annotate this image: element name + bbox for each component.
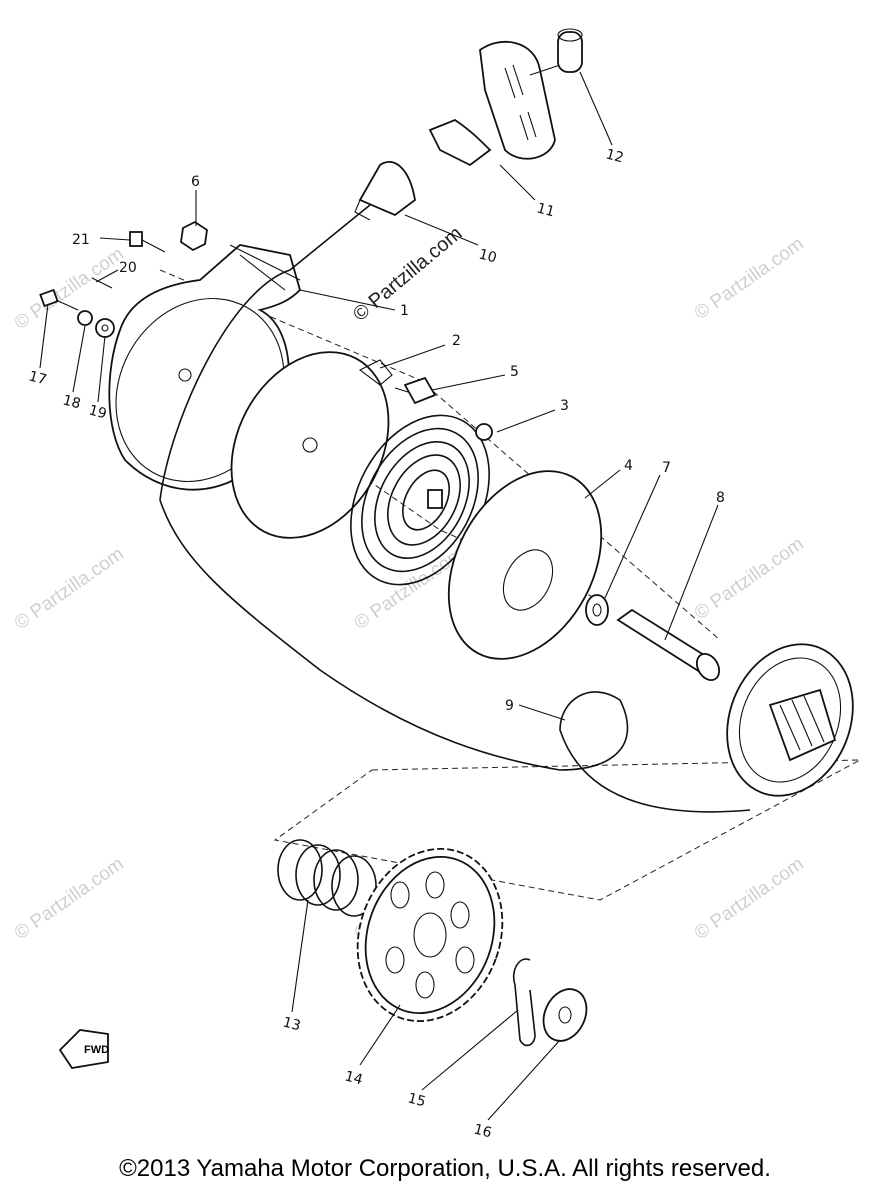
callout-13: 13 xyxy=(281,1014,302,1034)
spring-cover-plate xyxy=(230,351,393,539)
washer-16 xyxy=(542,988,588,1042)
callout-15: 15 xyxy=(406,1090,427,1110)
callout-10: 10 xyxy=(477,246,498,266)
callout-4: 4 xyxy=(624,458,633,474)
callout-1: 1 xyxy=(400,303,409,319)
watermark-tile: © Partzilla.com xyxy=(11,543,128,634)
starter-pulley xyxy=(726,643,854,797)
callout-16: 16 xyxy=(472,1121,493,1141)
fwd-label: FWD xyxy=(84,1044,109,1056)
ratchet-gear xyxy=(356,848,504,1022)
callout-8: 8 xyxy=(716,490,725,506)
retaining-clip xyxy=(512,958,536,1047)
callout-18: 18 xyxy=(61,392,82,412)
callout-20: 20 xyxy=(119,260,137,276)
watermark-tile: © Partzilla.com xyxy=(691,533,808,624)
handle-cone xyxy=(354,161,416,221)
fwd-indicator: FWD xyxy=(58,1029,109,1069)
mount-hardware xyxy=(39,231,166,338)
callout-12: 12 xyxy=(604,146,625,166)
compression-spring xyxy=(277,839,377,917)
callout-19: 19 xyxy=(87,402,108,422)
callout-2: 2 xyxy=(452,333,461,349)
bolt-5 xyxy=(394,376,437,405)
callout-17: 17 xyxy=(27,368,48,388)
parts-diagram: © Partzilla.com © Partzilla.com © Partzi… xyxy=(11,28,861,1141)
copyright-notice: ©2013 Yamaha Motor Corporation, U.S.A. A… xyxy=(119,1155,771,1182)
watermark-tile: © Partzilla.com xyxy=(11,853,128,944)
rope-cap xyxy=(529,28,583,76)
callout-14: 14 xyxy=(343,1068,364,1088)
callout-7: 7 xyxy=(662,460,671,476)
starter-handle xyxy=(428,41,556,167)
watermark-tile: © Partzilla.com xyxy=(691,233,808,324)
watermark-tile: © Partzilla.com xyxy=(691,853,808,944)
spring-plate xyxy=(447,470,603,660)
collar-7 xyxy=(585,594,609,626)
nut-6 xyxy=(180,220,208,252)
shaft-8 xyxy=(616,608,721,682)
callout-3: 3 xyxy=(560,398,569,414)
callout-6: 6 xyxy=(191,174,200,190)
callout-9: 9 xyxy=(505,698,514,714)
callout-5: 5 xyxy=(510,364,519,380)
starter-rope xyxy=(159,204,751,813)
callout-labels: 1 2 3 4 5 6 7 8 9 10 11 12 13 14 15 16 1… xyxy=(27,146,725,1141)
callout-11: 11 xyxy=(535,200,556,220)
leader-lines xyxy=(39,71,719,1121)
callout-21: 21 xyxy=(72,232,90,248)
